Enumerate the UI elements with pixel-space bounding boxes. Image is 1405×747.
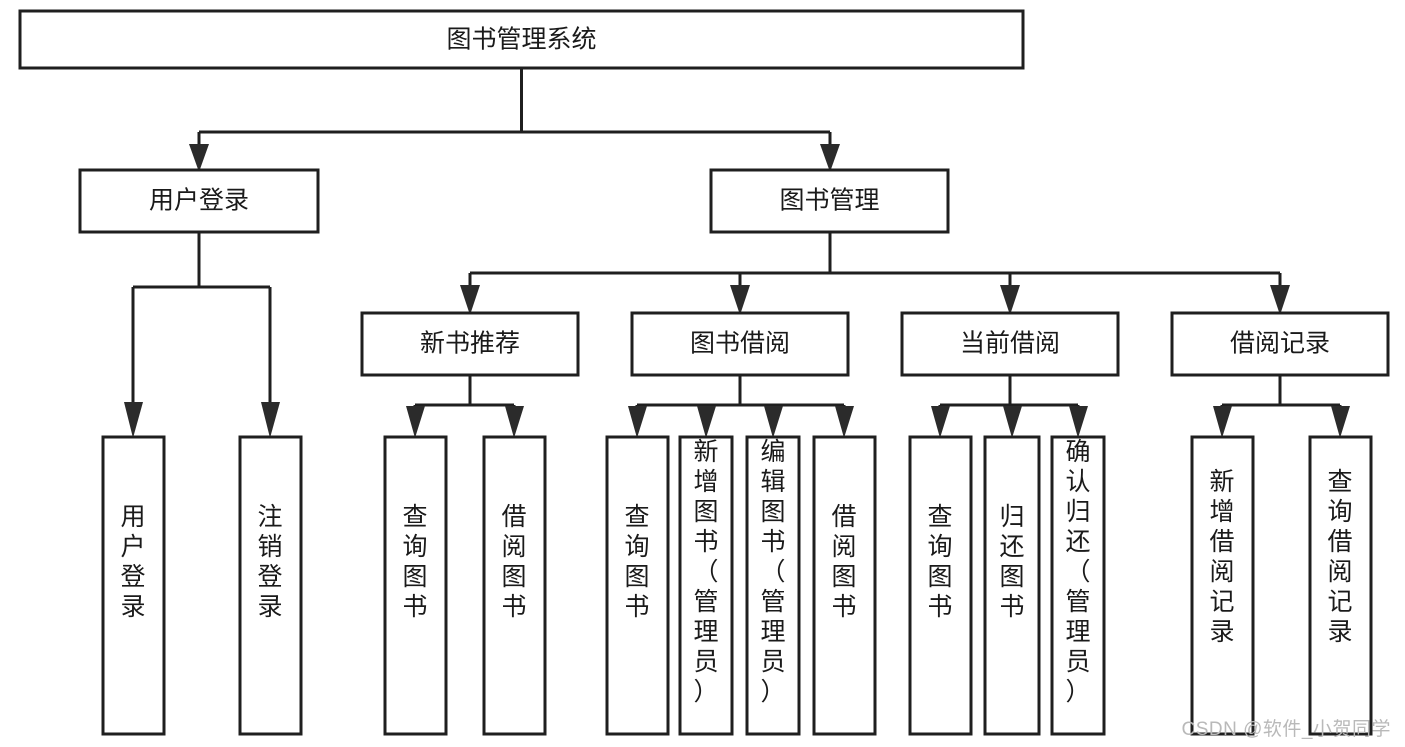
arrow-head-leaf-edit-book xyxy=(764,406,783,438)
node-book-borrow-label: 图书借阅 xyxy=(690,330,790,358)
node-leaf-borrow-book-label: 借阅图书 xyxy=(831,503,856,621)
node-user-login[interactable]: 用户登录 xyxy=(78,168,320,234)
node-leaf-query-book-current[interactable]: 查询图书 xyxy=(908,435,973,736)
node-root-label: 图书管理系统 xyxy=(446,26,596,54)
node-leaf-borrow-book[interactable]: 借阅图书 xyxy=(812,435,877,736)
node-leaf-borrow-book-rec[interactable]: 借阅图书 xyxy=(482,435,547,736)
node-new-book-rec[interactable]: 新书推荐 xyxy=(360,311,580,377)
node-leaf-user-login[interactable]: 用户登录 xyxy=(101,435,166,736)
node-leaf-query-book-rec-box[interactable] xyxy=(383,435,448,736)
node-leaf-add-record-box[interactable] xyxy=(1190,435,1255,736)
node-new-book-rec-box[interactable] xyxy=(360,311,580,377)
node-leaf-query-book-current-label: 查询图书 xyxy=(927,503,952,621)
node-leaf-borrow-book-rec-box[interactable] xyxy=(482,435,547,736)
node-leaf-query-book-borrow[interactable]: 查询图书 xyxy=(605,435,670,736)
node-leaf-user-login-box[interactable] xyxy=(101,435,166,736)
arrow-head-leaf-query-book-borrow xyxy=(628,406,647,438)
node-leaf-confirm-return-label: 确认归还（管理员） xyxy=(1065,438,1090,706)
node-current-borrow[interactable]: 当前借阅 xyxy=(900,311,1120,377)
arrow-head-borrow-record xyxy=(1270,285,1290,315)
node-root-box[interactable] xyxy=(18,9,1025,70)
node-leaf-add-book-label: 新增图书（管理员） xyxy=(693,438,718,706)
arrow-head-book-manage xyxy=(820,144,840,172)
node-leaf-add-book[interactable]: 新增图书（管理员） xyxy=(678,435,734,736)
arrow-head-leaf-add-record xyxy=(1213,406,1232,438)
node-leaf-query-record[interactable]: 查询借阅记录 xyxy=(1308,435,1373,736)
arrow-head-leaf-confirm-return xyxy=(1069,406,1088,438)
node-leaf-add-book-box[interactable] xyxy=(678,435,734,736)
node-user-login-box[interactable] xyxy=(78,168,320,234)
node-leaf-query-book-borrow-label: 查询图书 xyxy=(624,503,649,621)
arrow-head-current-borrow xyxy=(1000,285,1020,315)
arrow-head-leaf-user-logout xyxy=(261,402,280,438)
node-borrow-record-box[interactable] xyxy=(1170,311,1390,377)
arrow-head-leaf-borrow-book xyxy=(835,406,854,438)
arrow-head-book-borrow xyxy=(730,285,750,315)
node-leaf-query-book-rec-label: 查询图书 xyxy=(402,503,427,621)
arrow-head-leaf-user-login xyxy=(124,402,143,438)
arrow-head-leaf-return-book xyxy=(1003,406,1022,438)
node-book-borrow[interactable]: 图书借阅 xyxy=(630,311,850,377)
node-leaf-edit-book-box[interactable] xyxy=(745,435,801,736)
arrow-head-leaf-query-book-rec xyxy=(406,406,425,438)
node-leaf-query-book-current-box[interactable] xyxy=(908,435,973,736)
node-current-borrow-label: 当前借阅 xyxy=(960,330,1060,358)
node-leaf-user-login-label: 用户登录 xyxy=(120,503,145,621)
arrow-head-user-login xyxy=(189,144,209,172)
node-leaf-user-logout-box[interactable] xyxy=(238,435,303,736)
connector-group xyxy=(124,68,1350,438)
node-leaf-confirm-return-box[interactable] xyxy=(1050,435,1106,736)
node-leaf-edit-book[interactable]: 编辑图书（管理员） xyxy=(745,435,801,736)
node-leaf-return-book-label: 归还图书 xyxy=(999,503,1024,621)
node-leaf-add-record-label: 新增借阅记录 xyxy=(1209,468,1234,646)
node-leaf-query-record-box[interactable] xyxy=(1308,435,1373,736)
node-leaf-query-record-label: 查询借阅记录 xyxy=(1327,468,1352,646)
node-borrow-record-label: 借阅记录 xyxy=(1230,330,1330,358)
node-borrow-record[interactable]: 借阅记录 xyxy=(1170,311,1390,377)
node-leaf-add-record[interactable]: 新增借阅记录 xyxy=(1190,435,1255,736)
node-leaf-query-book-borrow-box[interactable] xyxy=(605,435,670,736)
node-leaf-borrow-book-rec-label: 借阅图书 xyxy=(501,503,526,621)
node-leaf-query-book-rec[interactable]: 查询图书 xyxy=(383,435,448,736)
node-leaf-user-logout[interactable]: 注销登录 xyxy=(238,435,303,736)
arrow-head-leaf-add-book xyxy=(697,406,716,438)
arrow-head-leaf-query-book-current xyxy=(931,406,950,438)
node-new-book-rec-label: 新书推荐 xyxy=(420,330,520,358)
node-book-manage-box[interactable] xyxy=(709,168,950,234)
node-leaf-borrow-book-box[interactable] xyxy=(812,435,877,736)
arrow-head-leaf-borrow-book-rec xyxy=(505,406,524,438)
node-book-borrow-box[interactable] xyxy=(630,311,850,377)
node-leaf-return-book[interactable]: 归还图书 xyxy=(983,435,1041,736)
node-leaf-user-logout-label: 注销登录 xyxy=(257,503,282,621)
node-root[interactable]: 图书管理系统 xyxy=(18,9,1025,70)
node-user-login-label: 用户登录 xyxy=(149,187,249,215)
node-current-borrow-box[interactable] xyxy=(900,311,1120,377)
node-book-manage[interactable]: 图书管理 xyxy=(709,168,950,234)
node-leaf-return-book-box[interactable] xyxy=(983,435,1041,736)
arrow-head-new-book-rec xyxy=(460,285,480,315)
node-book-manage-label: 图书管理 xyxy=(779,187,879,215)
node-leaf-edit-book-label: 编辑图书（管理员） xyxy=(760,438,785,706)
node-leaf-confirm-return[interactable]: 确认归还（管理员） xyxy=(1050,435,1106,736)
arrow-head-leaf-query-record xyxy=(1331,406,1350,438)
